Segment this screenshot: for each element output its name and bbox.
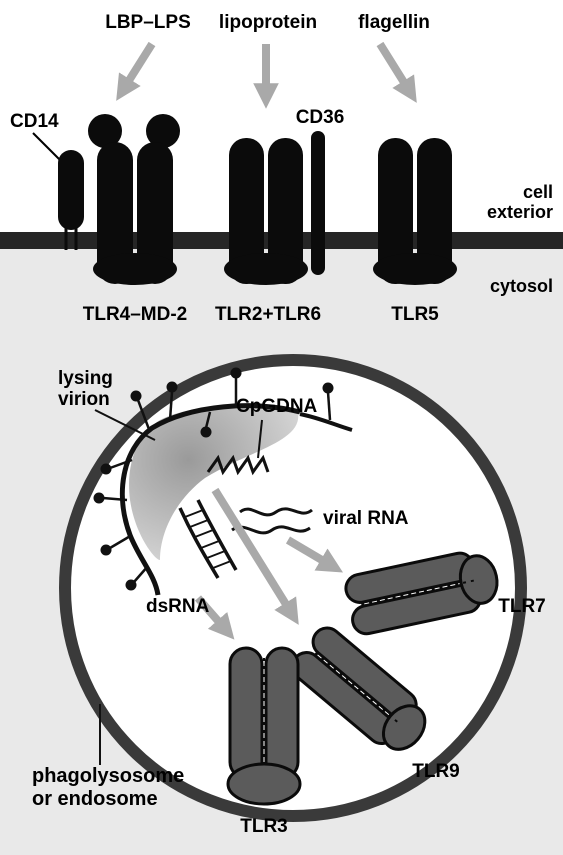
tlr3-label: TLR3 (240, 816, 288, 837)
ligand-label-flagellin: flagellin (358, 12, 430, 33)
cell-exterior-label-line2: exterior (487, 202, 553, 222)
ligand-label-lipoprotein: lipoprotein (219, 12, 317, 33)
tlr4-md2-receptor (88, 114, 180, 285)
viral-rna-label: viral RNA (323, 508, 409, 529)
compartment-label-line2: or endosome (32, 788, 158, 810)
tlr2-tlr6-label: TLR2+TLR6 (215, 304, 321, 325)
tlr5-receptor (373, 138, 457, 285)
arrow-flagellin (380, 44, 410, 92)
tlr9-label: TLR9 (412, 761, 460, 782)
compartment-label-line1: phagolysosome (32, 765, 184, 787)
ligand-label-lbp-lps: LBP–LPS (105, 12, 191, 33)
lysing-virion-label-line1: lysing (58, 368, 113, 389)
cpg-dna-label: CpGDNA (236, 396, 318, 417)
lysing-virion-label-line2: virion (58, 389, 110, 410)
arrow-lbp-lps (123, 44, 152, 90)
tlr5-label: TLR5 (391, 304, 439, 325)
cd36-receptor (311, 131, 325, 275)
cd14-label: CD14 (10, 111, 59, 132)
tlr2-tlr6-receptor (224, 138, 308, 285)
tlr7-label: TLR7 (498, 596, 546, 617)
cell-exterior-label-line1: cell (523, 182, 553, 202)
dsrna-label: dsRNA (146, 596, 210, 617)
cytosol-label: cytosol (490, 276, 553, 296)
cd36-label: CD36 (296, 107, 345, 128)
tlr4-md2-label: TLR4–MD-2 (83, 304, 188, 325)
